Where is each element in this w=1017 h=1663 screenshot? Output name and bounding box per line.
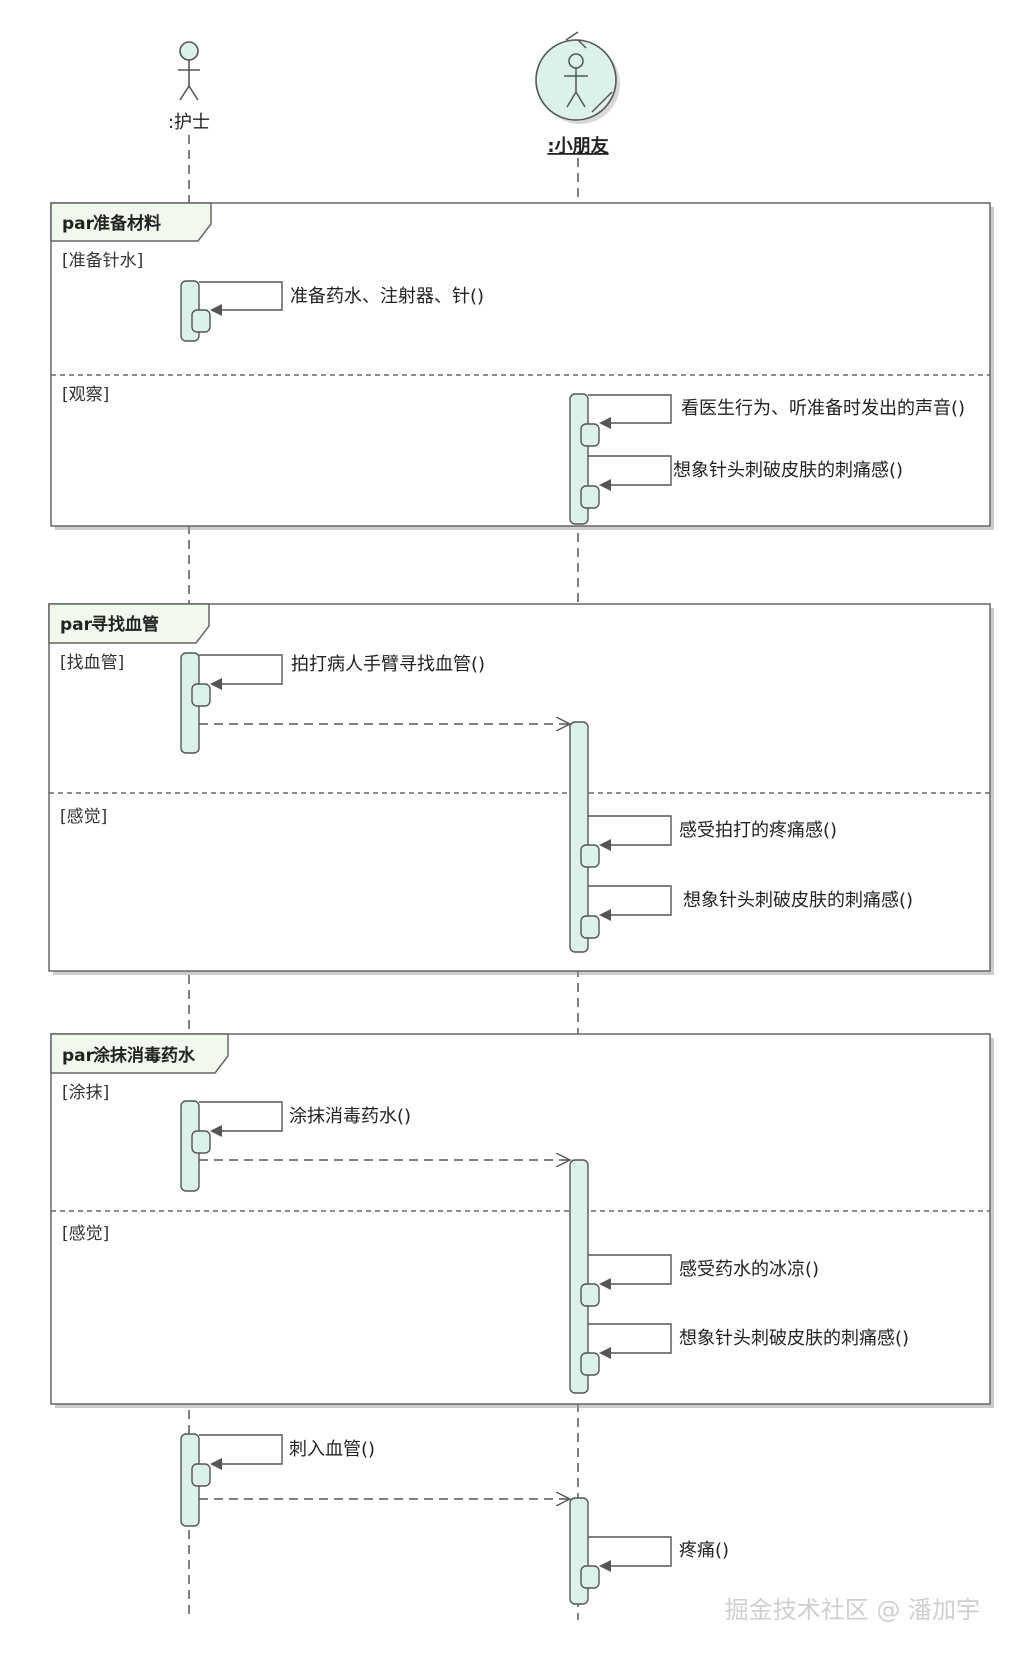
self-message-arrow [588,815,672,851]
message-label: 感受药水的冰凉() [679,1259,819,1280]
child-nested-activation [580,844,600,868]
watermark: 掘金技术社区 @ 潘加宇 [725,1596,980,1624]
message-label: 涂抹消毒药水() [289,1106,411,1127]
fragment-apply-disinfectant: par 涂抹消毒药水 [涂抹] [感觉] [50,1033,994,1408]
fragment-title: 准备材料 [93,213,161,234]
message-label: 看医生行为、听准备时发出的声音() [681,398,965,419]
nurse-actor-icon [178,41,200,101]
message-label: 感受拍打的疼痛感() [679,820,837,841]
nurse-nested-activation [191,309,211,333]
self-message-arrow [199,654,283,690]
section-guard: [感觉] [60,807,107,827]
self-message-arrow [588,394,672,429]
fragment-operator: par [60,615,93,635]
self-message-arrow [199,1434,283,1470]
nurse-nested-activation [191,1463,211,1487]
child-nested-activation [580,915,600,939]
message-label: 想象针头刺破皮肤的刺痛感() [683,890,913,911]
child-nested-activation [580,485,600,509]
fragment-find-vein: par 寻找血管 [找血管] [感觉] [48,603,994,975]
self-message-arrow [588,1536,672,1572]
fragment-prepare-materials: par 准备材料 [准备针水] [观察] [50,202,994,530]
self-message-arrow [588,1323,672,1359]
self-message-arrow [588,455,672,491]
nurse-actor-label: :护士 [168,112,210,133]
message-label: 刺入血管() [289,1439,375,1460]
child-nested-activation [580,1565,600,1589]
message-label: 准备药水、注射器、针() [290,286,484,307]
message-label: 想象针头刺破皮肤的刺痛感() [673,460,903,481]
fragment-operator: par [62,214,95,234]
child-nested-activation [580,423,600,447]
child-nested-activation [580,1352,600,1376]
child-activation [569,1159,589,1394]
section-guard: [找血管] [60,653,124,673]
section-guard: [感觉] [62,1224,109,1244]
fragment-title: 涂抹消毒药水 [93,1045,196,1066]
section-guard: [涂抹] [62,1083,109,1103]
self-message-arrow [588,1254,672,1290]
message-label: 疼痛() [679,1540,729,1561]
section-guard: [准备针水] [62,251,143,271]
fragment-operator: par [62,1046,95,1066]
self-message-arrow [199,281,283,316]
message-label: 想象针头刺破皮肤的刺痛感() [679,1328,909,1349]
self-message-arrow [199,1101,283,1137]
nurse-nested-activation [191,683,211,707]
nurse-nested-activation [191,1130,211,1154]
child-activation [569,721,589,953]
child-nested-activation [580,1283,600,1307]
section-guard: [观察] [62,385,109,405]
child-actor-label: :小朋友 [547,135,608,157]
child-actor-icon [535,31,620,124]
self-message-arrow [588,885,672,921]
message-label: 拍打病人手臂寻找血管() [291,654,485,675]
fragment-title: 寻找血管 [91,614,159,635]
